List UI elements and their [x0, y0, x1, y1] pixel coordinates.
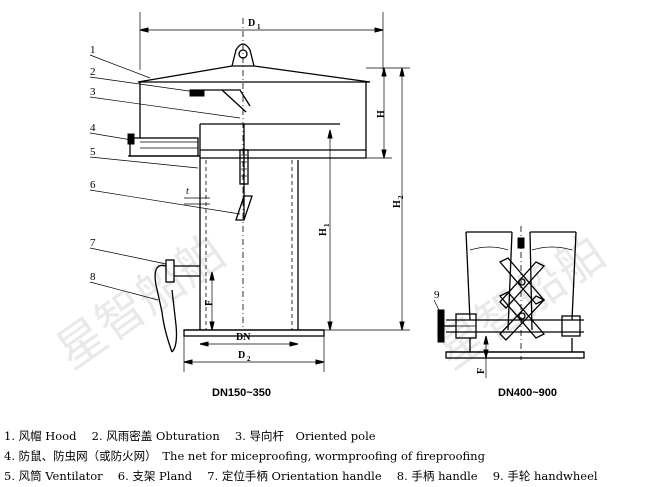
dim-d2-sub: 2 [247, 355, 251, 363]
legend-line-3: 5. 风筒 Ventilator 6. 支架 Pland 7. 定位手柄 Ori… [4, 469, 598, 483]
right-view-caption: DN400~900 [498, 387, 557, 399]
dim-h1-label: H [318, 228, 329, 236]
callout-4: 4 [90, 122, 96, 134]
technical-drawing: 星智船舶 星智船舶 D 1 [46, 12, 616, 399]
callout-5: 5 [90, 146, 96, 158]
dim-h1-sub: 1 [323, 223, 331, 227]
callout-2: 2 [90, 66, 96, 78]
dim-h2-sub: 2 [397, 195, 405, 199]
callout-3: 3 [90, 86, 96, 98]
dim-d1-sub: 1 [257, 23, 261, 31]
callout-1: 1 [90, 44, 96, 56]
legend-line-2: 4. 防鼠、防虫网（或防火网） The net for miceproofing… [4, 449, 485, 463]
dim-dn-label: DN [236, 332, 251, 343]
callout-7: 7 [90, 237, 96, 249]
right-view: F 9 DN400~900 [433, 226, 585, 399]
left-view: D 1 [89, 12, 410, 399]
dim-f-left-label: F [204, 300, 215, 306]
legend-line-1: 1. 风帽 Hood 2. 风雨密盖 Obturation 3. 导向杆 Ori… [4, 429, 376, 443]
dim-h2-label: H [392, 200, 403, 208]
callout-8: 8 [90, 271, 96, 283]
dim-f-right-label: F [476, 368, 487, 374]
callout-9: 9 [434, 289, 440, 301]
dim-d2-label: D [238, 350, 245, 361]
dim-h-label: H [376, 110, 387, 118]
callout-6: 6 [90, 179, 96, 191]
dim-d1-label: D [248, 18, 255, 29]
dim-t-label: t [186, 186, 189, 197]
left-view-caption: DN150~350 [212, 387, 271, 399]
